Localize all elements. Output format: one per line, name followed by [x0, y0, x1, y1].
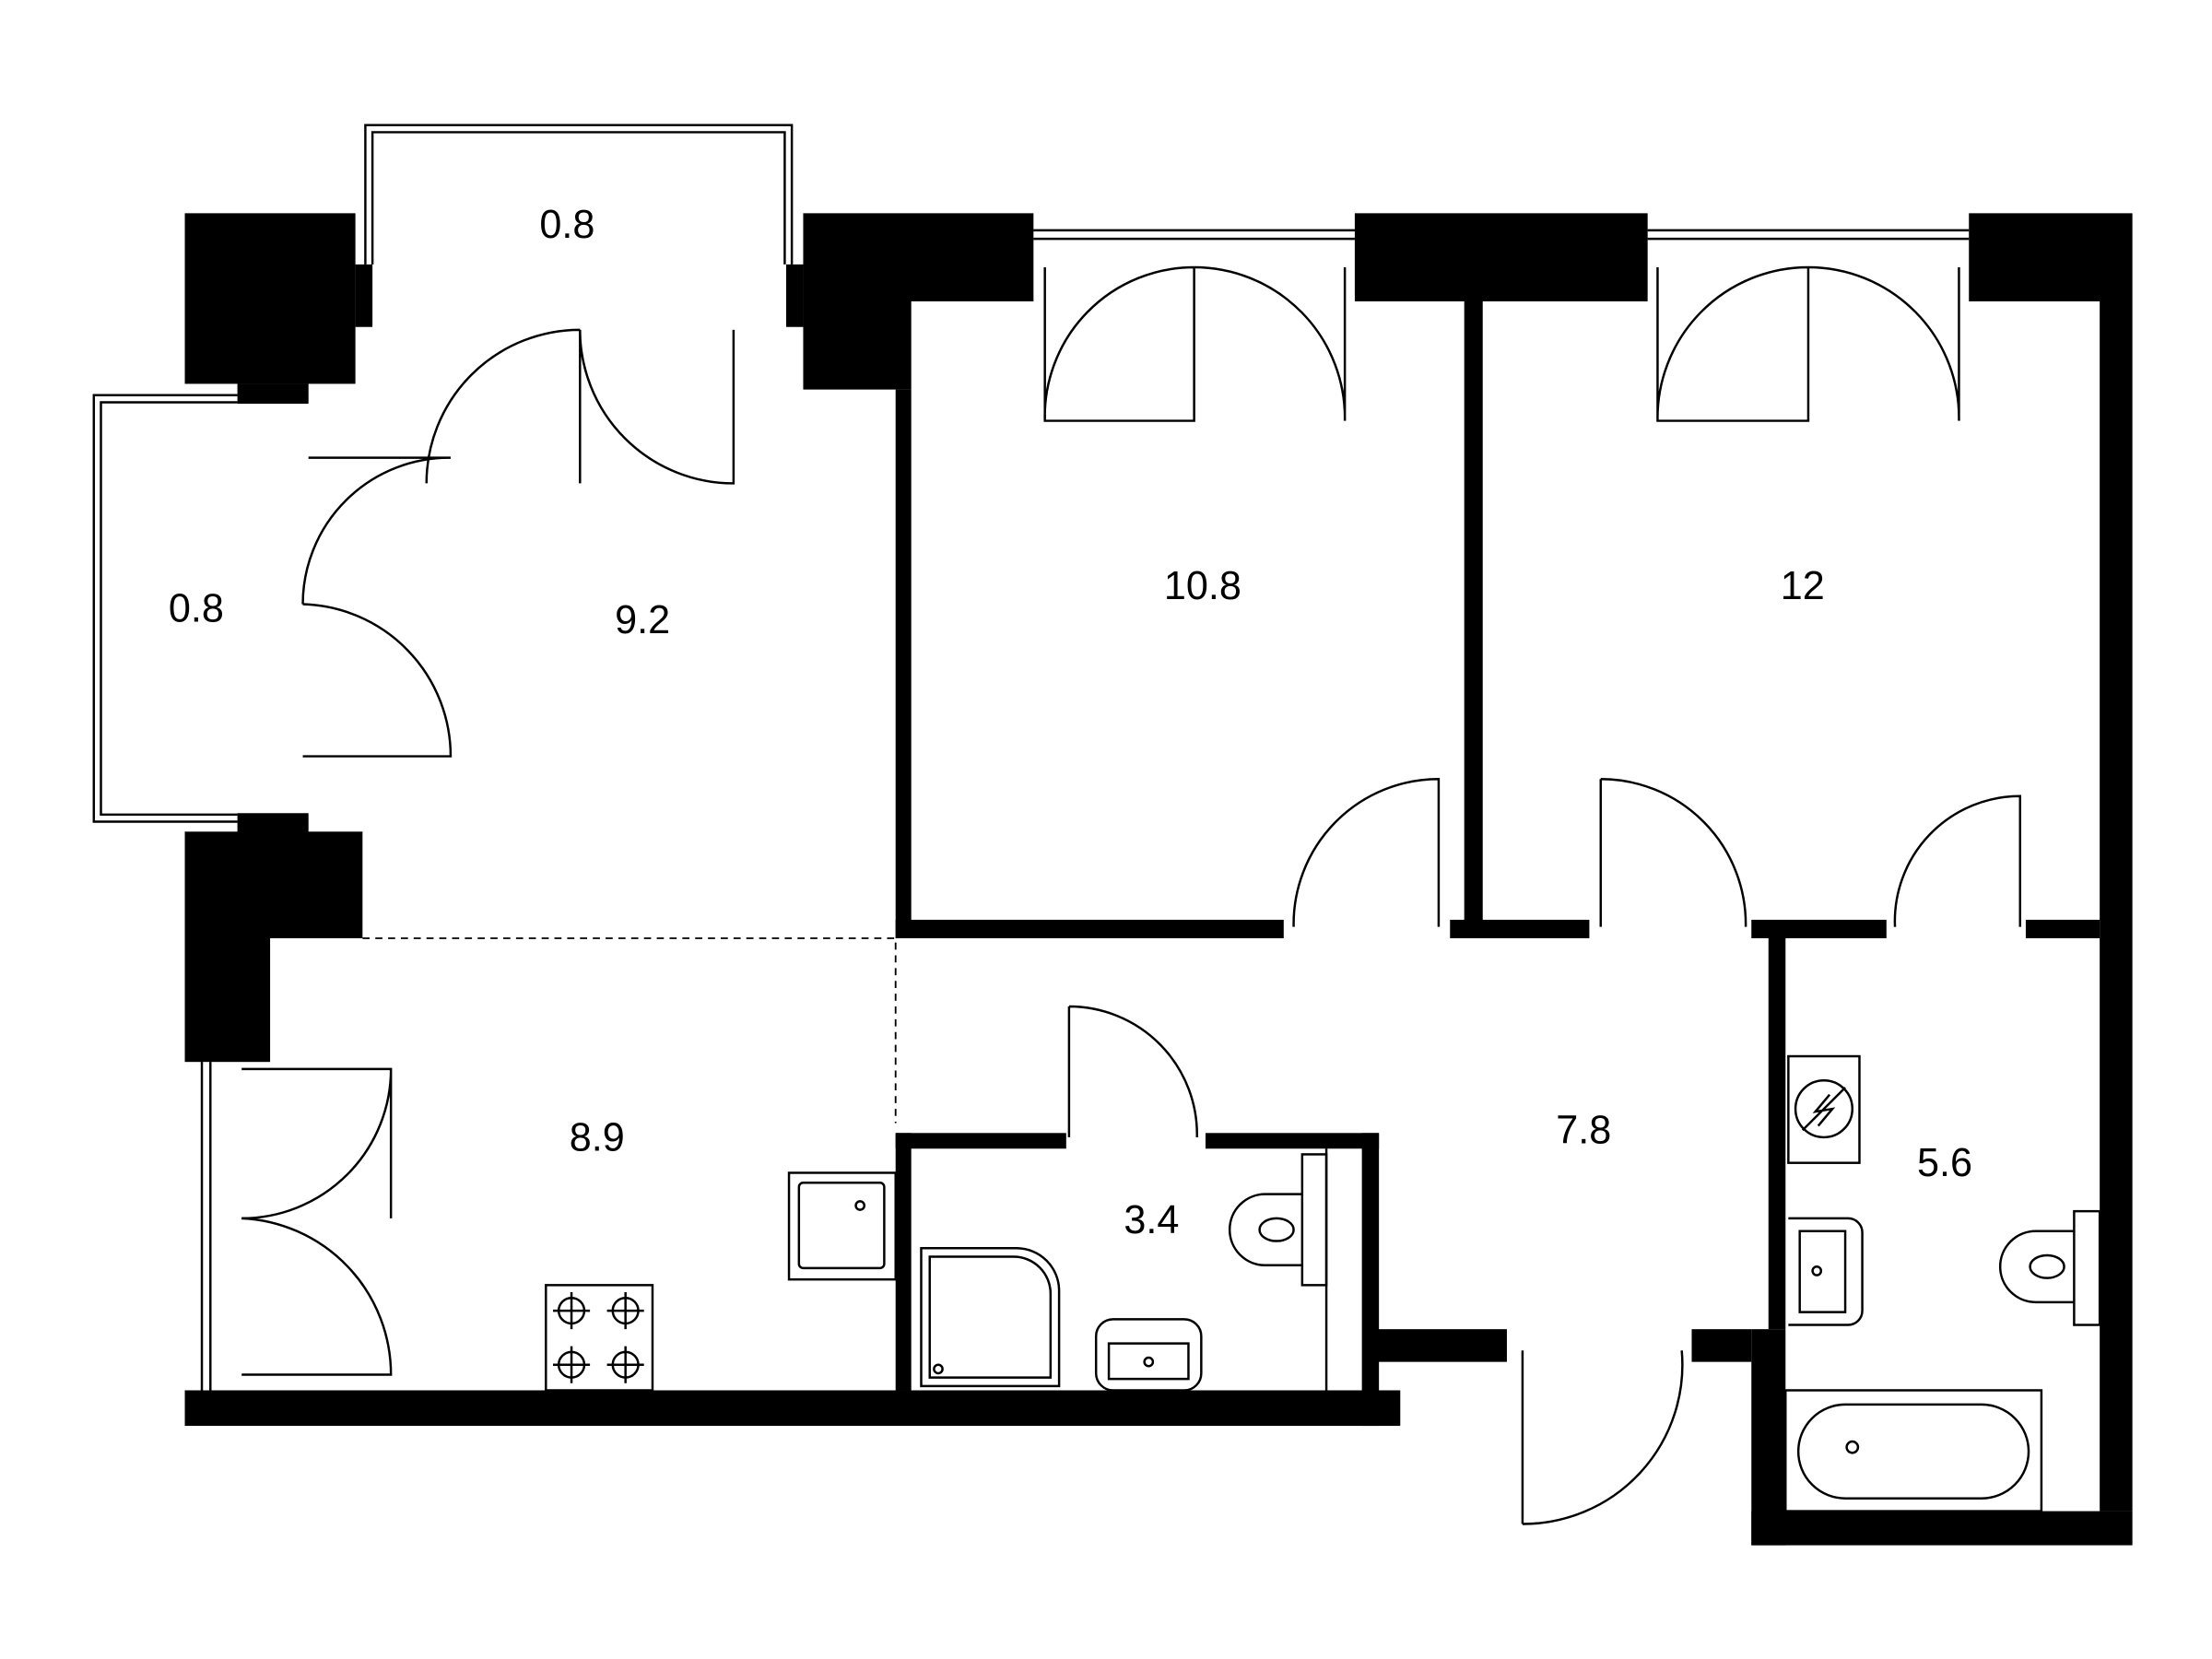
bathtub-icon [1784, 1389, 2043, 1512]
room-area-bedroom-2: 12 [1781, 564, 1825, 608]
walls [184, 213, 2133, 1546]
room-area-bedroom-1: 10.8 [1164, 564, 1241, 608]
shower-icon [920, 1247, 1061, 1388]
balcony-outlines [92, 124, 1970, 1391]
toilet-icon [1228, 1153, 1328, 1287]
kitchen-sink-icon [787, 1171, 897, 1281]
bathroom-sink-icon [1788, 1217, 1864, 1326]
room-area-hallway: 7.8 [1556, 1109, 1611, 1153]
doors [241, 265, 2022, 1525]
room-area-kitchen: 8.9 [570, 1115, 625, 1159]
room-area-living-room: 9.2 [615, 598, 670, 642]
washing-machine-icon [1787, 1054, 1861, 1164]
sink-icon [1094, 1318, 1203, 1392]
room-labels: 0.8 0.8 9.2 10.8 12 8.9 3.4 7.8 5.6 [169, 203, 1972, 1242]
stove-icon [545, 1284, 654, 1392]
room-area-bathroom: 5.6 [1917, 1141, 1972, 1185]
fixtures [545, 1054, 2101, 1512]
room-area-balcony-top: 0.8 [539, 203, 594, 247]
bathroom-toilet-icon [1998, 1209, 2101, 1326]
zone-dividers [362, 937, 897, 1124]
room-area-balcony-left: 0.8 [169, 587, 224, 631]
room-area-wc: 3.4 [1124, 1198, 1179, 1242]
